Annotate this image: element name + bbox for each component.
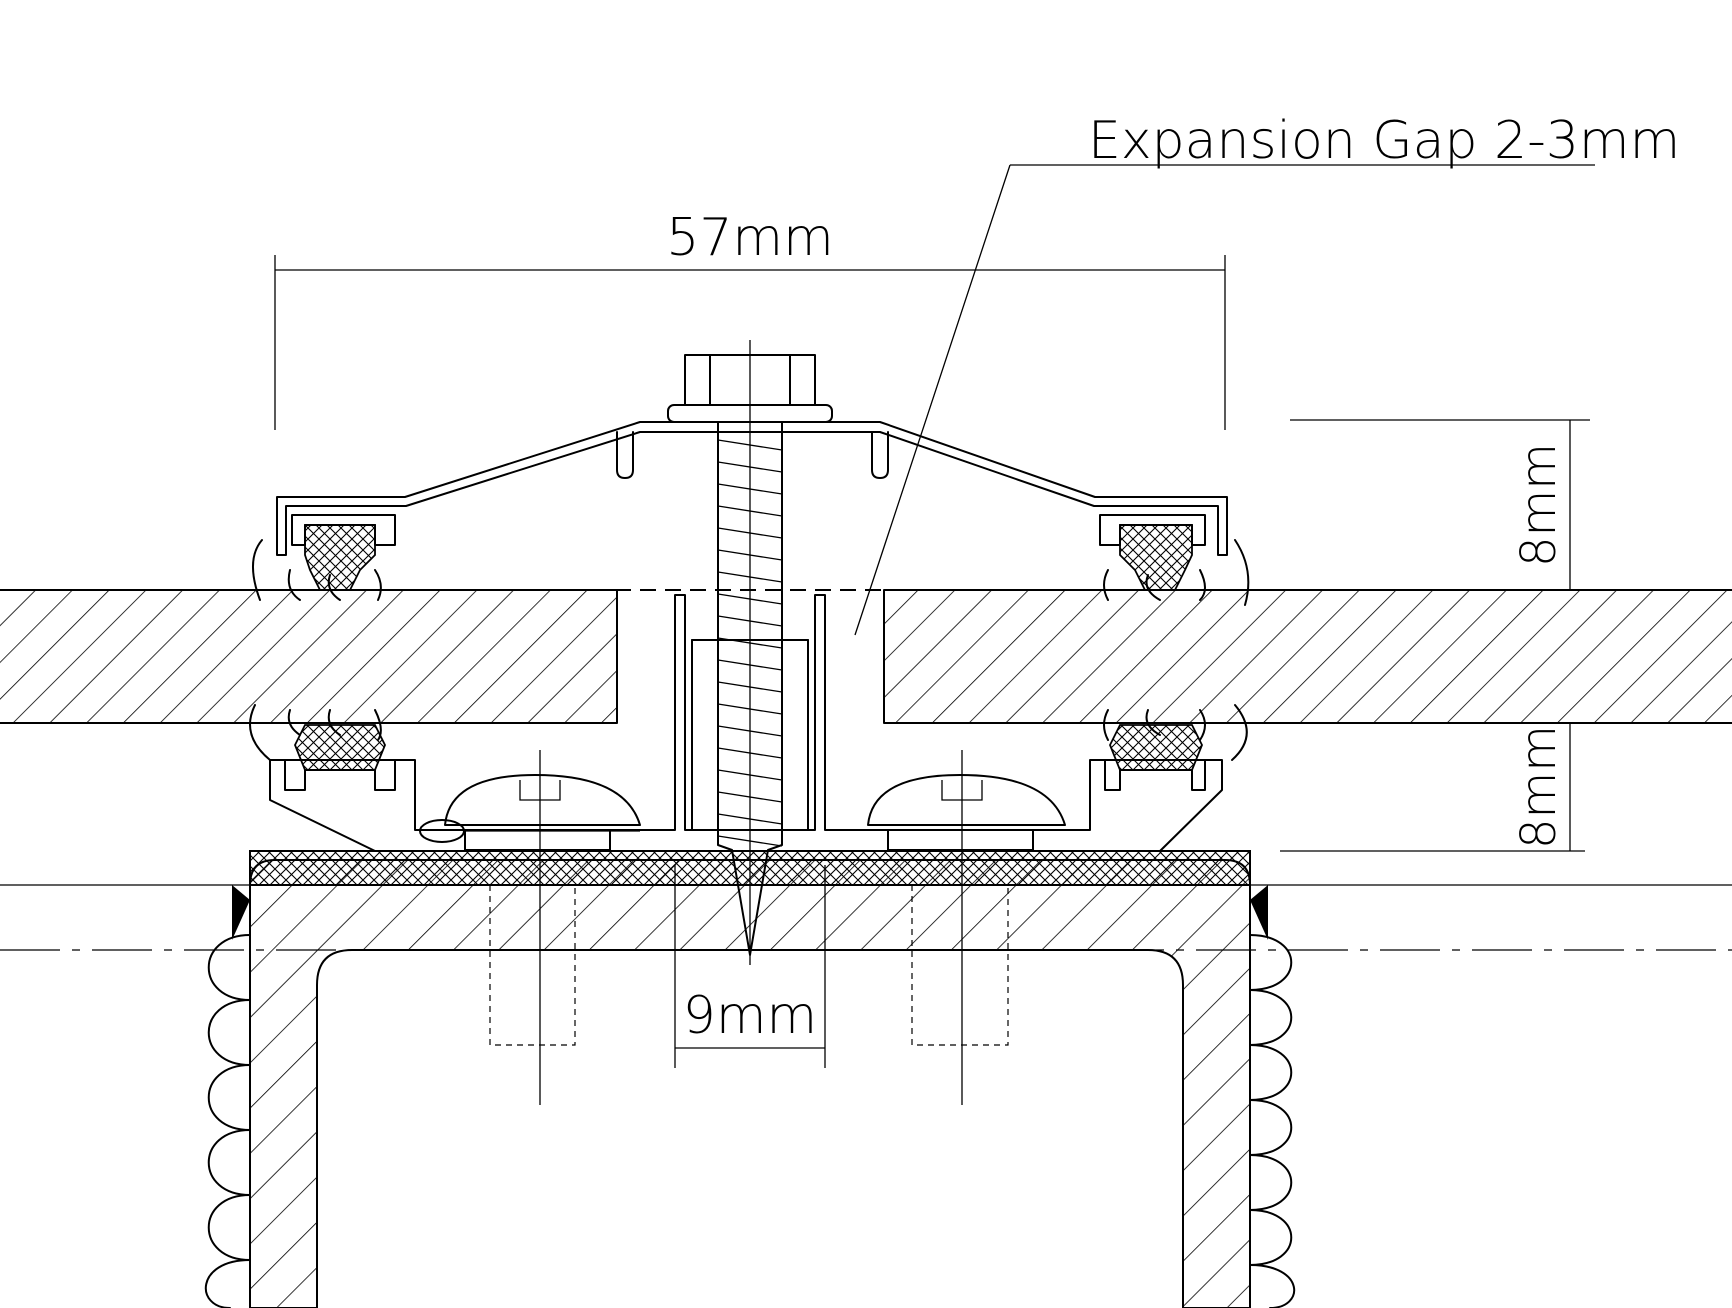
width-dimension: 57mm	[274, 208, 1226, 430]
gasket-bottom-left	[249, 704, 396, 791]
screw-gap-label: 9mm	[683, 986, 817, 1046]
bolt-right	[867, 750, 1066, 1105]
bottom-height-label: 8mm	[1511, 725, 1567, 849]
bottom-height-dimension: 8mm	[1280, 723, 1585, 852]
left-sheet	[0, 589, 618, 724]
width-dimension-label: 57mm	[666, 208, 833, 268]
top-height-label: 8mm	[1511, 443, 1567, 567]
gasket-bottom-right	[1103, 704, 1248, 791]
right-side-seal	[1249, 934, 1296, 1308]
gasket-top-right	[1099, 514, 1250, 606]
gasket-top-left	[251, 514, 396, 601]
left-side-seal	[204, 934, 251, 1308]
top-cap	[276, 421, 1228, 556]
small-washer	[419, 819, 640, 843]
screw-gap-dimension: 9mm	[674, 865, 826, 1068]
bolt-left	[444, 750, 641, 1105]
right-sheet	[883, 589, 1732, 724]
expansion-gap-label: Expansion Gap 2-3mm	[1088, 111, 1680, 171]
expansion-gap-callout: Expansion Gap 2-3mm	[854, 111, 1680, 636]
top-height-dimension: 8mm	[1290, 419, 1590, 590]
self-drilling-screw	[667, 340, 833, 965]
